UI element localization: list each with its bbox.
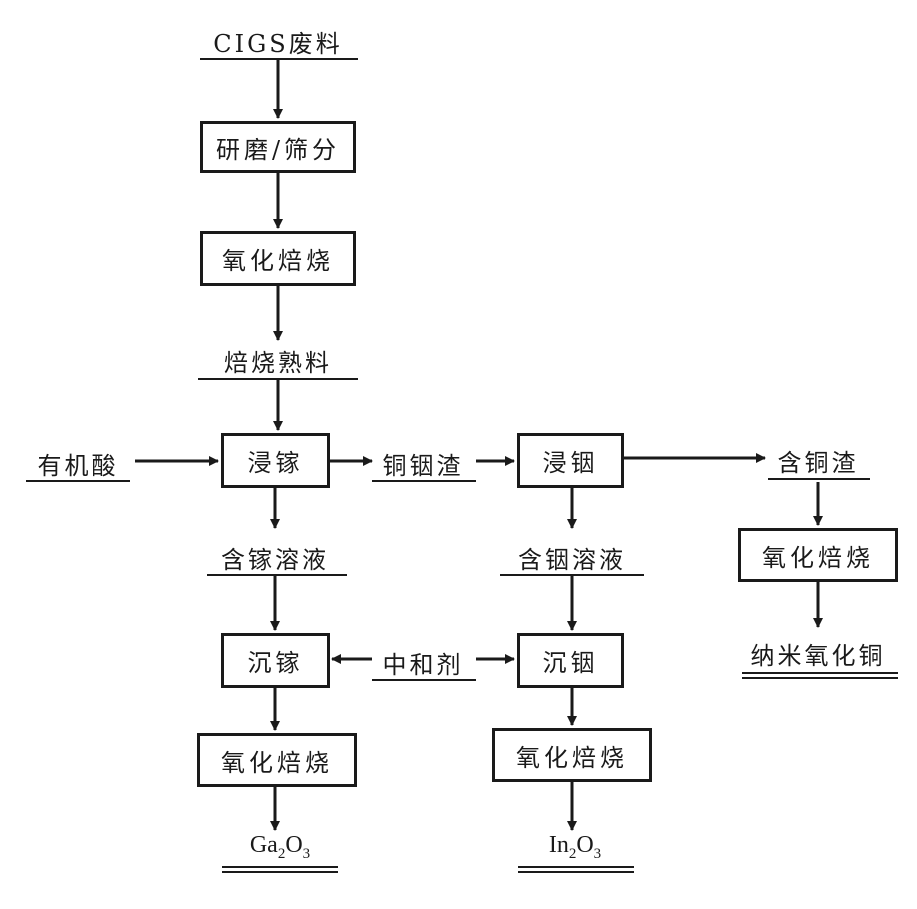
underline-gallium-solution	[207, 574, 347, 576]
box-leach-indium-label: 浸铟	[543, 443, 599, 478]
underline-neutralizer	[372, 679, 476, 681]
underline-copper-slag	[768, 478, 870, 480]
underline-copper-indium-slag	[372, 480, 476, 482]
box-oxidation-roasting-cu-label: 氧化焙烧	[762, 538, 874, 573]
ga2o3-subscript-2: 3	[303, 846, 311, 862]
box-oxidation-roasting-1: 氧化焙烧	[200, 231, 356, 286]
in2o3-subscript-2: 3	[594, 846, 602, 862]
in2o3-element-1: In	[549, 832, 569, 858]
underline-roasted-clinker	[198, 378, 358, 380]
label-ga2o3: Ga2O3	[250, 832, 310, 863]
label-indium-solution: 含铟溶液	[518, 540, 626, 575]
box-precipitate-indium-label: 沉铟	[543, 643, 599, 678]
in2o3-subscript-1: 2	[569, 846, 577, 862]
box-oxidation-roasting-in: 氧化焙烧	[492, 728, 652, 782]
box-oxidation-roasting-1-label: 氧化焙烧	[222, 241, 334, 276]
label-copper-indium-slag: 铜铟渣	[383, 446, 464, 481]
double-underline-in2o3	[518, 866, 634, 873]
underline-indium-solution	[500, 574, 644, 576]
label-gallium-solution: 含镓溶液	[221, 540, 329, 575]
box-grind-sieve: 研磨/筛分	[200, 121, 356, 173]
label-in2o3: In2O3	[549, 832, 601, 863]
ga2o3-element-1: Ga	[250, 832, 278, 858]
box-oxidation-roasting-in-label: 氧化焙烧	[516, 738, 628, 773]
box-grind-sieve-label: 研磨/筛分	[216, 130, 340, 165]
underline-organic-acid	[26, 480, 130, 482]
label-roasted-clinker: 焙烧熟料	[224, 343, 332, 378]
box-oxidation-roasting-ga: 氧化焙烧	[197, 733, 357, 787]
box-oxidation-roasting-cu: 氧化焙烧	[738, 528, 898, 582]
double-underline-ga2o3	[222, 866, 338, 873]
box-oxidation-roasting-ga-label: 氧化焙烧	[221, 743, 333, 778]
label-nano-cuo: 纳米氧化铜	[751, 636, 886, 671]
box-precipitate-indium: 沉铟	[517, 633, 624, 688]
label-neutralizer: 中和剂	[383, 645, 464, 680]
label-cigs-waste: CIGS废料	[213, 24, 342, 59]
in2o3-element-2: O	[576, 832, 593, 858]
label-copper-slag: 含铜渣	[778, 443, 859, 478]
ga2o3-element-2: O	[285, 832, 302, 858]
box-leach-indium: 浸铟	[517, 433, 624, 488]
underline-cigs-waste	[200, 58, 358, 60]
box-precipitate-gallium-label: 沉镓	[248, 643, 304, 678]
box-leach-gallium-label: 浸镓	[248, 443, 304, 478]
double-underline-nano-cuo	[742, 672, 898, 679]
box-leach-gallium: 浸镓	[221, 433, 330, 488]
box-precipitate-gallium: 沉镓	[221, 633, 330, 688]
label-organic-acid: 有机酸	[38, 446, 119, 481]
